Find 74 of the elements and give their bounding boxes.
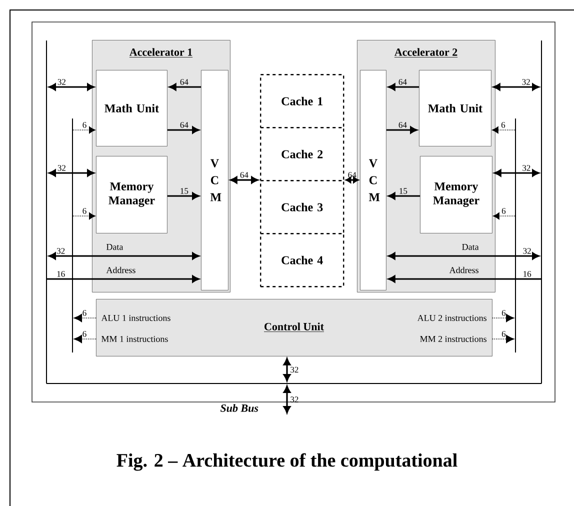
arrow <box>230 176 258 184</box>
bus-line <box>72 118 73 353</box>
bus-line <box>46 383 542 384</box>
bus-line <box>46 40 47 384</box>
arrow <box>72 212 96 220</box>
edge-label: 64 <box>240 172 248 178</box>
bus-line <box>515 118 516 353</box>
arrow <box>167 126 200 134</box>
arrow <box>74 314 96 322</box>
cache-box: Cache 2 <box>260 127 344 182</box>
arrow <box>167 192 200 200</box>
arrow <box>48 252 200 260</box>
edge-label: 32 <box>58 79 66 85</box>
caption: Fig. 2 – Architecture of the computational <box>116 453 458 471</box>
edge-label: 64 <box>180 79 188 85</box>
edge-label: 32 <box>57 248 65 254</box>
arrow <box>169 83 201 91</box>
edge-label: 64 <box>348 172 356 178</box>
arrow <box>388 192 420 200</box>
edge-label: 6 <box>82 122 86 128</box>
edge-label: 15 <box>180 188 188 194</box>
cache-box: Cache 1 <box>260 74 344 128</box>
cache-box: Cache 4 <box>260 233 344 288</box>
unit-box: Math Unit <box>96 70 168 146</box>
edge-label: 6 <box>82 208 86 214</box>
arrow <box>283 358 291 382</box>
arrow <box>494 169 540 177</box>
vcm-box: V C M <box>360 70 386 290</box>
edge-label: 6 <box>82 331 86 337</box>
arrow <box>48 169 94 177</box>
arrow <box>72 126 96 134</box>
cache-box: Cache 3 <box>260 180 344 234</box>
bus-line <box>541 40 542 384</box>
signal-label: Data <box>462 244 479 250</box>
edge-label: 64 <box>398 79 407 85</box>
arrow <box>74 334 96 344</box>
vcm-box: V C M <box>201 70 228 290</box>
edge-label: 64 <box>180 122 188 128</box>
arrow <box>493 83 540 91</box>
edge-label: 16 <box>57 271 65 277</box>
signal-label: Address <box>106 266 136 274</box>
arrow <box>492 314 514 322</box>
edge-label: 32 <box>58 165 66 171</box>
arrow <box>492 334 514 344</box>
edge-label: 6 <box>501 122 506 128</box>
edge-label: 32 <box>522 165 530 171</box>
edge-label: 15 <box>400 188 408 194</box>
edge-label: 16 <box>524 271 532 277</box>
edge-label: 64 <box>398 122 407 128</box>
arrow <box>493 212 516 220</box>
bus-label: Sub Bus <box>220 404 258 412</box>
arrow <box>283 386 291 414</box>
edge-label: 32 <box>523 248 531 254</box>
unit-box: Memory Manager <box>420 156 492 234</box>
arrow <box>388 275 541 283</box>
edge-label: 6 <box>502 331 506 337</box>
edge-label: 32 <box>522 79 530 85</box>
unit-box: Memory Manager <box>96 156 168 234</box>
arrow <box>388 252 540 260</box>
edge-label: 32 <box>290 366 298 373</box>
arrow <box>388 83 419 91</box>
edge-label: 6 <box>502 310 506 316</box>
arrow <box>386 126 418 134</box>
arrow <box>48 83 94 91</box>
control-unit-box: Control Unit ALU 1 instructions MM 1 instructions ALU 2 instructions MM 2 instructions <box>96 299 492 356</box>
edge-label: 32 <box>290 396 298 402</box>
arrow <box>345 176 359 184</box>
edge-label: 6 <box>502 208 506 214</box>
signal-label: Address <box>449 266 478 274</box>
edge-label: 6 <box>82 310 86 316</box>
signal-label: Data <box>106 244 124 250</box>
arrow <box>492 126 516 134</box>
unit-box: Math Unit <box>419 70 492 146</box>
arrow <box>47 275 200 283</box>
